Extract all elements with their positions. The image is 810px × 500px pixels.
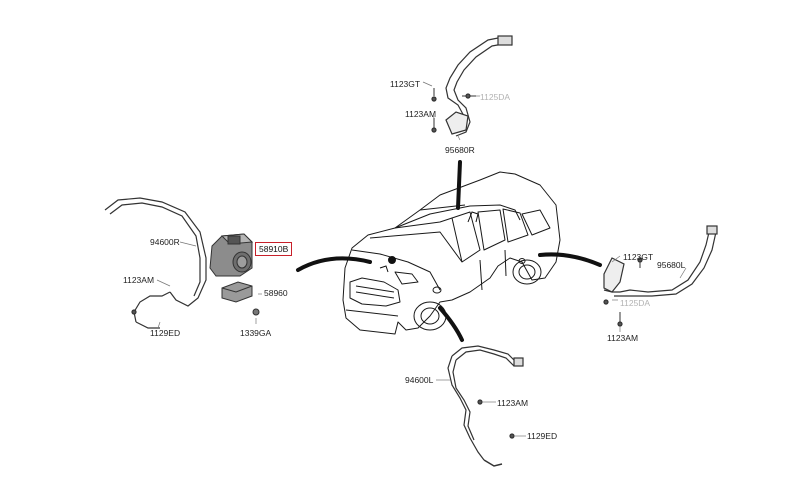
label-1123am-top: 1123AM: [405, 109, 437, 119]
front-right-sensor-part: [431, 35, 513, 137]
label-1123am-bottom: 1123AM: [497, 398, 529, 408]
left-leaders: [156, 241, 262, 329]
label-1123am-left: 1123AM: [123, 275, 155, 285]
label-95680r: 95680R: [445, 145, 475, 155]
vehicle-outline: [342, 171, 561, 335]
label-58910b-highlighted[interactable]: 58910B: [255, 242, 293, 256]
label-1339ga: 1339GA: [240, 328, 272, 338]
front-left-leaders: [611, 255, 687, 332]
label-1125da-right: 1125DA: [620, 298, 651, 308]
front-right-leaders: [422, 81, 480, 141]
label-94600r: 94600R: [150, 237, 180, 247]
label-94600l: 94600L: [405, 375, 434, 385]
callout-leaders: [296, 160, 602, 342]
vehicle-component-markers: [379, 211, 479, 273]
bottom-leaders: [436, 379, 526, 437]
label-1125da-top: 1125DA: [480, 92, 511, 102]
label-1123gt-right: 1123GT: [623, 252, 654, 262]
abs-bracket-part: [221, 281, 260, 316]
front-left-sensor-part: [603, 225, 718, 327]
rear-right-sensor-part: [104, 197, 207, 329]
label-1123am-right: 1123AM: [607, 333, 639, 343]
abs-module-part: [209, 233, 254, 277]
label-95680l: 95680L: [657, 260, 686, 270]
label-1129ed-bottom: 1129ED: [527, 431, 558, 441]
label-58960: 58960: [264, 288, 288, 298]
label-1129ed-left: 1129ED: [150, 328, 181, 338]
label-1123gt-top: 1123GT: [390, 79, 421, 89]
